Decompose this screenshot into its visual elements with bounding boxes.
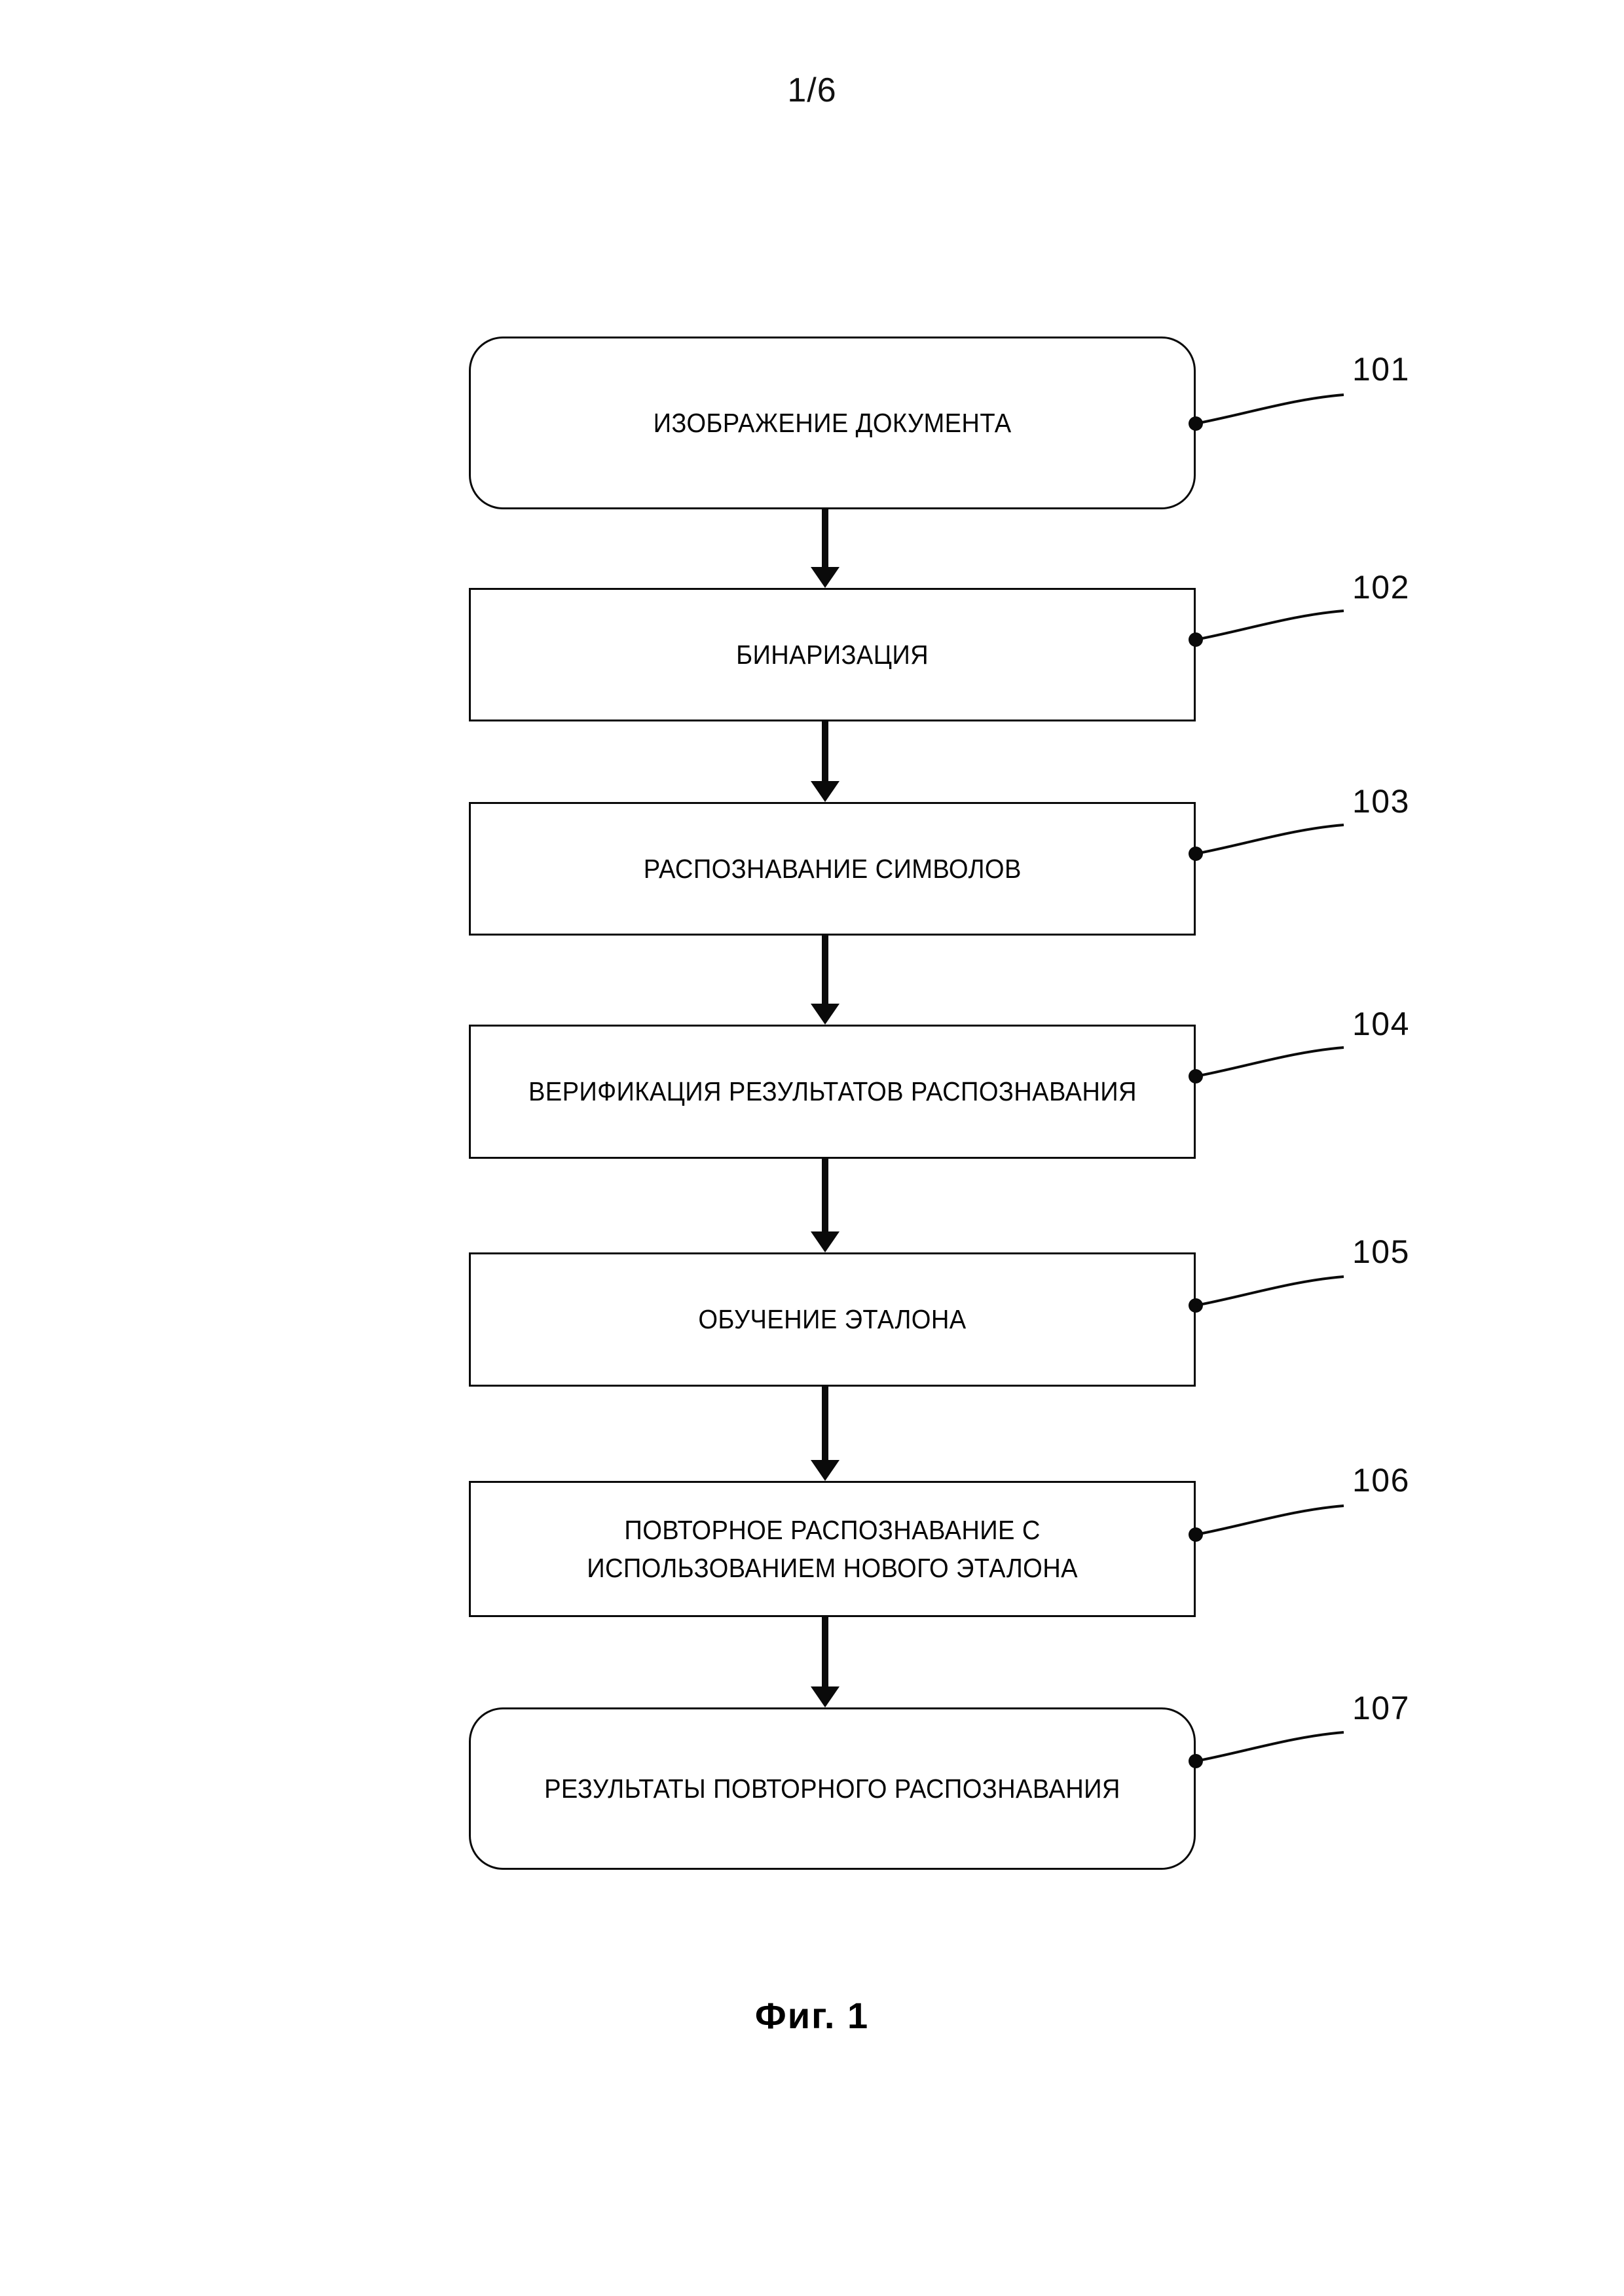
flow-node-101: ИЗОБРАЖЕНИЕ ДОКУМЕНТА — [469, 337, 1196, 509]
leader-line-106 — [1189, 1504, 1344, 1542]
flow-node-107-label: РЕЗУЛЬТАТЫ ПОВТОРНОГО РАСПОЗНАВАНИЯ — [544, 1773, 1120, 1804]
reference-numeral-105: 105 — [1352, 1233, 1410, 1270]
reference-numeral-104: 104 — [1352, 1006, 1410, 1042]
flow-arrow-101-102 — [822, 509, 828, 568]
leader-line-103 — [1189, 824, 1344, 861]
reference-numeral-106: 106 — [1352, 1462, 1410, 1499]
leader-line-105 — [1189, 1275, 1344, 1313]
flow-arrow-102-103 — [822, 721, 828, 782]
leader-line-102 — [1189, 610, 1344, 647]
flow-node-102: БИНАРИЗАЦИЯ — [469, 588, 1196, 721]
flow-arrow-104-105 — [822, 1159, 828, 1233]
flow-node-103: РАСПОЗНАВАНИЕ СИМВОЛОВ — [469, 802, 1196, 936]
reference-numeral-107: 107 — [1352, 1690, 1410, 1726]
page-number: 1/6 — [787, 71, 837, 109]
flow-node-102-label: БИНАРИЗАЦИЯ — [736, 639, 929, 670]
figure-caption: Фиг. 1 — [754, 1995, 870, 2036]
flow-arrow-105-106 — [822, 1387, 828, 1461]
leader-line-107 — [1189, 1731, 1344, 1768]
flow-node-106-label: ПОВТОРНОЕ РАСПОЗНАВАНИЕ С ИСПОЛЬЗОВАНИЕМ… — [587, 1514, 1078, 1583]
flow-node-107: РЕЗУЛЬТАТЫ ПОВТОРНОГО РАСПОЗНАВАНИЯ — [469, 1707, 1196, 1870]
reference-numeral-103: 103 — [1352, 783, 1410, 820]
reference-numeral-102: 102 — [1352, 569, 1410, 606]
leader-line-101 — [1189, 393, 1344, 431]
leader-line-104 — [1189, 1046, 1344, 1084]
flow-arrow-103-104 — [822, 936, 828, 1005]
reference-numeral-101: 101 — [1352, 351, 1410, 388]
flow-node-104-label: ВЕРИФИКАЦИЯ РЕЗУЛЬТАТОВ РАСПОЗНАВАНИЯ — [528, 1076, 1137, 1107]
flow-node-106: ПОВТОРНОЕ РАСПОЗНАВАНИЕ С ИСПОЛЬЗОВАНИЕМ… — [469, 1481, 1196, 1617]
flow-node-104: ВЕРИФИКАЦИЯ РЕЗУЛЬТАТОВ РАСПОЗНАВАНИЯ — [469, 1025, 1196, 1159]
flow-node-101-label: ИЗОБРАЖЕНИЕ ДОКУМЕНТА — [653, 407, 1012, 438]
flow-arrow-106-107 — [822, 1617, 828, 1688]
flow-node-105: ОБУЧЕНИЕ ЭТАЛОНА — [469, 1252, 1196, 1387]
flow-node-105-label: ОБУЧЕНИЕ ЭТАЛОНА — [698, 1304, 967, 1335]
flow-node-103-label: РАСПОЗНАВАНИЕ СИМВОЛОВ — [643, 853, 1022, 884]
